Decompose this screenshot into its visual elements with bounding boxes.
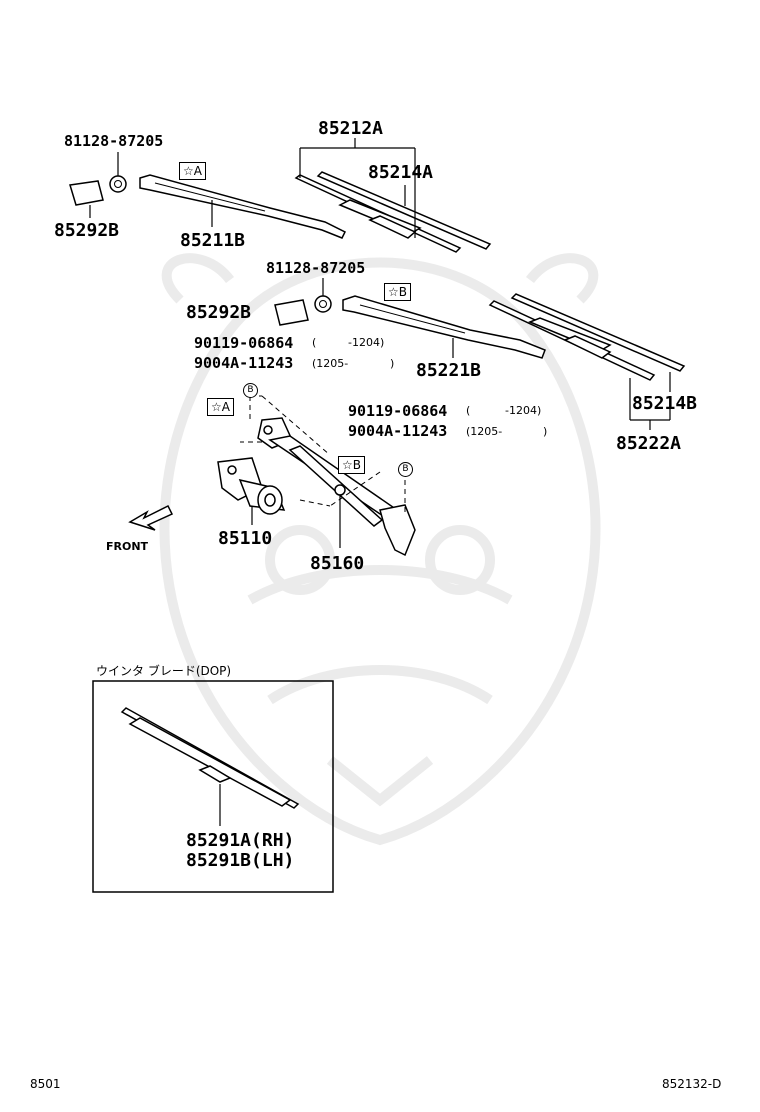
cap-85292B-mid [274, 299, 309, 326]
wiper-arm-85221B [342, 295, 546, 359]
winter-wiper-blade [120, 707, 300, 809]
part-label-85292B-mid: 85292B [186, 302, 252, 323]
range-right-9004A-close: ) [543, 425, 548, 438]
circle-b-marker-right: B [398, 462, 413, 477]
range-open-left-90119: ( [312, 336, 317, 349]
star-a-tag-mid: ☆A [207, 398, 234, 416]
part-label-85222A: 85222A [616, 433, 682, 454]
part-label-85214B: 85214B [632, 393, 698, 414]
part-label-81128-mid: 81128-87205 [266, 259, 366, 277]
star-b-tag-top: ☆B [384, 283, 411, 301]
range-open-right-90119: ( [466, 404, 471, 417]
part-label-85211B: 85211B [180, 230, 246, 251]
nut-81128-mid [314, 295, 332, 313]
range-left-9004A: (1205- [312, 357, 349, 370]
part-label-85212A: 85212A [318, 118, 384, 139]
optional-blade-box [92, 680, 334, 893]
part-label-85291A: 85291A(RH) [186, 830, 295, 851]
part-label-85221B: 85221B [416, 360, 482, 381]
optional-blade-box-title: ウインタ ブレード(DOP) [96, 664, 232, 678]
cap-85292B-top [69, 180, 104, 206]
footer-diagram-code: 852132-D [662, 1077, 722, 1091]
wiper-arm-85211B [139, 174, 347, 239]
wiper-blade-85214A [294, 171, 492, 253]
part-label-85291B: 85291B(LH) [186, 850, 295, 871]
part-label-85292B-top: 85292B [54, 220, 120, 241]
part-label-90119-left: 90119-06864 [194, 334, 294, 352]
range-left-9004A-close: ) [390, 357, 395, 370]
wiper-motor-85110 [217, 457, 286, 515]
circle-b-marker-left: B [243, 383, 258, 398]
part-label-90119-right: 90119-06864 [348, 402, 448, 420]
range-left-90119: -1204) [348, 336, 385, 349]
front-arrow-icon [128, 504, 174, 531]
part-label-85110: 85110 [218, 528, 273, 549]
part-label-9004A-right: 9004A-11243 [348, 422, 448, 440]
range-right-90119: -1204) [505, 404, 542, 417]
footer-page-code: 8501 [30, 1077, 61, 1091]
star-b-tag-mid: ☆B [338, 456, 365, 474]
star-a-tag-top: ☆A [179, 162, 206, 180]
part-label-85214A: 85214A [368, 162, 434, 183]
nut-81128-top [109, 175, 127, 193]
part-label-81128-top: 81128-87205 [64, 132, 164, 150]
wiper-linkage-85160 [257, 417, 416, 557]
range-right-9004A: (1205- [466, 425, 503, 438]
part-label-85160: 85160 [310, 553, 365, 574]
watermark-emblem [159, 253, 601, 846]
front-direction-label: FRONT [106, 540, 149, 553]
wiper-blade-85214B [488, 293, 686, 381]
part-label-9004A-left: 9004A-11243 [194, 354, 294, 372]
